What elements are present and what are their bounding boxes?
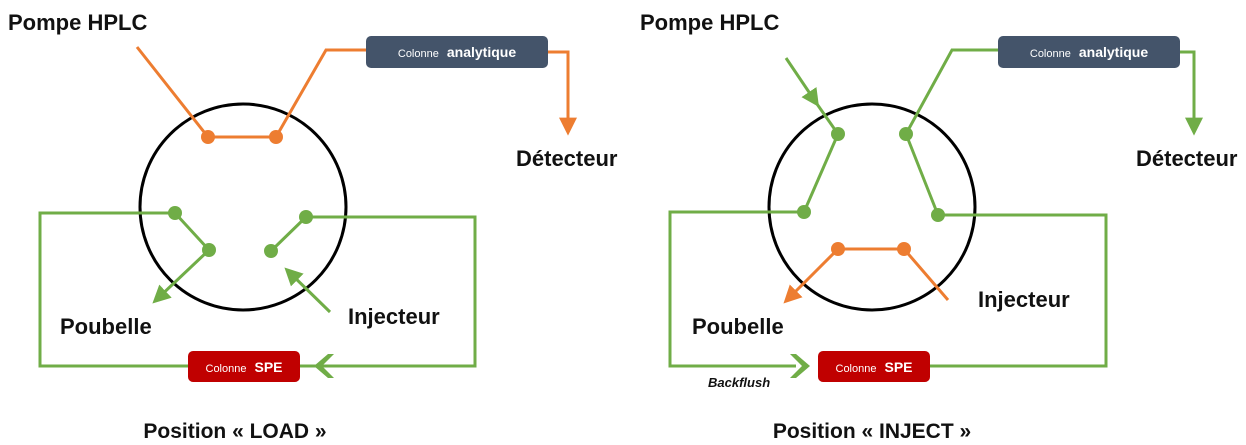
inject-injector-label: Injecteur (978, 287, 1070, 312)
load-port-green-4 (264, 244, 278, 258)
inject-orange-waste-arrow (783, 247, 840, 304)
load-port-green-3 (299, 210, 313, 224)
load-green-injector-link (269, 215, 308, 253)
load-valve-circle (138, 102, 348, 312)
inject-spe-small: Colonne (836, 363, 877, 375)
load-detector-label: Détecteur (516, 146, 618, 171)
inject-port-green-2 (899, 127, 913, 141)
inject-detector-label: Détecteur (1136, 146, 1238, 171)
load-analytical-column (366, 36, 548, 68)
svg-text:Colonne analytique: Colonne analytique (398, 44, 516, 61)
inject-port-green-3 (797, 205, 811, 219)
inject-analytical-big: analytique (1079, 44, 1148, 60)
load-port-green-2 (202, 243, 216, 257)
inject-port-orange-1 (831, 242, 845, 256)
load-spe-chevron (314, 354, 334, 378)
inject-port-green-4 (931, 208, 945, 222)
load-green-loop-left (38, 211, 188, 368)
load-spe-column (188, 351, 300, 382)
load-orange-flow (135, 46, 374, 139)
load-spe-small: Colonne (206, 363, 247, 375)
load-green-injector-in (284, 267, 332, 314)
load-spe-big: SPE (254, 359, 282, 375)
inject-pump-label: Pompe HPLC (640, 10, 779, 35)
inject-waste-label: Poubelle (692, 314, 784, 339)
inject-green-to-detector (1180, 50, 1203, 136)
load-diagram: Colonne analytique Colonne SPE Pompe HPL… (8, 10, 618, 443)
inject-backflush-label: Backflush (708, 375, 770, 390)
inject-valve-circle (767, 102, 977, 312)
svg-text:Colonne SPE: Colonne SPE (836, 359, 913, 376)
svg-text:Colonne SPE: Colonne SPE (206, 359, 283, 376)
inject-green-cross-left (802, 133, 840, 213)
inject-port-orange-2 (897, 242, 911, 256)
inject-green-pump-in (784, 57, 820, 107)
load-analytical-small: Colonne (398, 48, 439, 60)
load-waste-label: Poubelle (60, 314, 152, 339)
inject-port-green-1 (831, 127, 845, 141)
inject-green-cross-right (904, 133, 940, 216)
inject-spe-chevron (790, 354, 810, 378)
inject-green-loop-right (930, 213, 1108, 368)
load-green-loop-right (300, 215, 477, 368)
load-green-waste-arrow (152, 248, 211, 304)
inject-green-to-column (904, 48, 1000, 135)
inject-diagram: Colonne analytique Colonne SPE Pompe HPL… (640, 10, 1238, 443)
load-green-waste-link (173, 211, 211, 252)
load-port-orange-1 (201, 130, 215, 144)
svg-text:Colonne analytique: Colonne analytique (1030, 44, 1148, 61)
load-injector-label: Injecteur (348, 304, 440, 329)
load-orange-to-detector (548, 50, 577, 136)
load-caption: Position « LOAD » (143, 420, 326, 443)
inject-analytical-small: Colonne (1030, 48, 1071, 60)
inject-analytical-column (998, 36, 1180, 68)
inject-spe-big: SPE (884, 359, 912, 375)
load-pump-label: Pompe HPLC (8, 10, 147, 35)
inject-caption: Position « INJECT » (773, 420, 971, 443)
load-port-orange-2 (269, 130, 283, 144)
inject-green-loop-left (668, 210, 804, 368)
load-analytical-big: analytique (447, 44, 516, 60)
inject-spe-column (818, 351, 930, 382)
load-port-green-1 (168, 206, 182, 220)
